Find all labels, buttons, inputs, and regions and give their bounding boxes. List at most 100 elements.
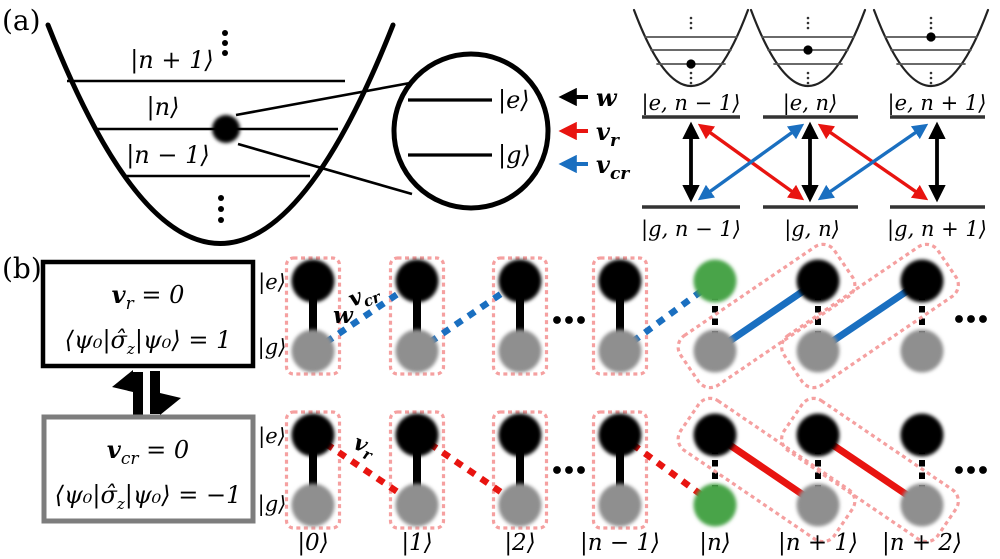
ground-site-circle (395, 329, 439, 373)
excited-site-circle (598, 413, 642, 457)
phonon-dot (926, 32, 936, 42)
ground-site-circle (291, 329, 335, 373)
coupling-legend: w vr vcr (558, 83, 630, 184)
site-label: |0⟩ (297, 530, 328, 556)
dimer-box (284, 256, 342, 376)
slanted-dimer-box (780, 242, 960, 390)
excited-site-circle (693, 413, 737, 457)
ground-site-circle (498, 483, 542, 527)
vcr-transition-arrow (817, 123, 929, 201)
ground-site-circle (900, 329, 944, 373)
phase-transition-arrow (112, 370, 181, 415)
g-level-label: |g, n − 1⟩ (641, 217, 741, 242)
small-well-n-minus-1 (632, 8, 750, 88)
phase-box-1-frame (40, 259, 256, 369)
e-level-label: |e, n + 1⟩ (888, 91, 987, 116)
phase-box-2-frame (41, 414, 256, 524)
slanted-dimer-box (780, 396, 960, 544)
phase-box-vcr-zero: vcr = 0 ⟨ψ₀|σ̂z|ψ₀⟩ = −1 (41, 414, 256, 524)
excited-site-circle (900, 259, 944, 303)
ground-site-circle (498, 329, 542, 373)
ground-site-circle (900, 483, 944, 527)
excited-site-circle (395, 259, 439, 303)
site-label: |n + 1⟩ (778, 530, 858, 556)
ground-site-circle (395, 483, 439, 527)
chain-ellipsis (553, 466, 987, 474)
row2-g-label: |g⟩ (258, 492, 287, 517)
dimer-box (388, 256, 446, 376)
ground-level-label: |g⟩ (498, 141, 531, 170)
vcr-legend-label: vcr (596, 150, 630, 184)
harmonic-well: |n + 1⟩ |n⟩ |n − 1⟩ (45, 22, 413, 246)
phonon-dot (686, 59, 696, 69)
excited-site-circle (598, 259, 642, 303)
dimer-box (284, 410, 342, 530)
excited-site-circle (796, 259, 840, 303)
magnifier-line-top (235, 81, 411, 117)
level-label-n-plus-1: |n + 1⟩ (130, 46, 214, 75)
site-label: |n⟩ (699, 530, 731, 556)
site-label: |n − 1⟩ (580, 530, 660, 556)
ellipsis-above-levels (222, 30, 228, 56)
excited-site-circle (291, 259, 335, 303)
g-level-label: |g, n⟩ (784, 217, 840, 242)
excited-site-circle (796, 413, 840, 457)
excited-site-circle (900, 413, 944, 457)
excited-site-circle (291, 413, 335, 457)
panel-a-label: (a) (2, 4, 41, 37)
w-legend-label: w (596, 83, 618, 112)
excited-level-label: |e⟩ (498, 86, 530, 115)
dimer-box (491, 256, 549, 376)
small-well-n-plus-1 (872, 8, 990, 88)
ground-site-circle (291, 483, 335, 527)
level-label-n: |n⟩ (147, 93, 180, 122)
dressed-state-ladder: |e, n − 1⟩ |e, n⟩ |e, n + 1⟩ |g, n − 1⟩ … (641, 91, 987, 242)
vcr-transition-arrow (697, 123, 805, 201)
site-label: |n + 2⟩ (882, 530, 962, 556)
phase-box-vr-zero: vr = 0 ⟨ψ₀|σ̂z|ψ₀⟩ = 1 (40, 259, 256, 369)
ground-site-circle (796, 329, 840, 373)
e-level-label: |e, n − 1⟩ (642, 91, 741, 116)
panel-b-label: (b) (2, 252, 42, 285)
dimer-box (388, 410, 446, 530)
ground-site-circle (796, 483, 840, 527)
chain-row-bottom: vr (284, 396, 987, 544)
row1-e-label: |e⟩ (258, 270, 286, 295)
dimer-box (591, 410, 649, 530)
ground-site-circle (598, 483, 642, 527)
row2-e-label: |e⟩ (258, 424, 286, 449)
phase-box-1-condition: vr = 0 (112, 280, 185, 314)
excited-site-circle (395, 413, 439, 457)
chain-row-top: w vcr (284, 242, 987, 390)
phase-box-1-order-parameter: ⟨ψ₀|σ̂z|ψ₀⟩ = 1 (65, 326, 232, 358)
level-label-n-minus-1: |n − 1⟩ (126, 141, 210, 170)
magnifier-inset: |e⟩ |g⟩ (391, 51, 551, 211)
site-labels: |0⟩ |1⟩ |2⟩ |n − 1⟩ |n⟩ |n + 1⟩ |n + 2⟩ (297, 530, 962, 556)
phase-box-2-condition: vcr = 0 (107, 435, 189, 469)
potential-well-curve (45, 22, 396, 246)
site-label: |2⟩ (504, 530, 535, 556)
excited-site-circle (498, 413, 542, 457)
dimer-box (491, 410, 549, 530)
phase-box-2-order-parameter: ⟨ψ₀|σ̂z|ψ₀⟩ = −1 (55, 481, 242, 513)
small-well-n (749, 8, 867, 88)
phonon-occupation-dot (212, 115, 240, 143)
w-bond-label: w (333, 302, 354, 329)
excited-site-circle (498, 259, 542, 303)
magnifier-circle (391, 51, 551, 211)
phonon-dot (803, 45, 813, 55)
small-wells (632, 8, 990, 88)
dimer-box (591, 256, 649, 376)
slanted-dimer-box (676, 242, 857, 390)
magnifier-line-bottom (237, 142, 413, 196)
vr-legend-label: vr (596, 117, 620, 151)
g-level-label: |g, n + 1⟩ (887, 217, 987, 242)
occupied-site-circle-green (693, 259, 737, 303)
ground-site-circle (693, 329, 737, 373)
row1-g-label: |g⟩ (258, 335, 287, 360)
e-level-label: |e, n⟩ (783, 91, 838, 116)
ground-site-circle (598, 329, 642, 373)
occupied-site-circle-green (693, 483, 737, 527)
